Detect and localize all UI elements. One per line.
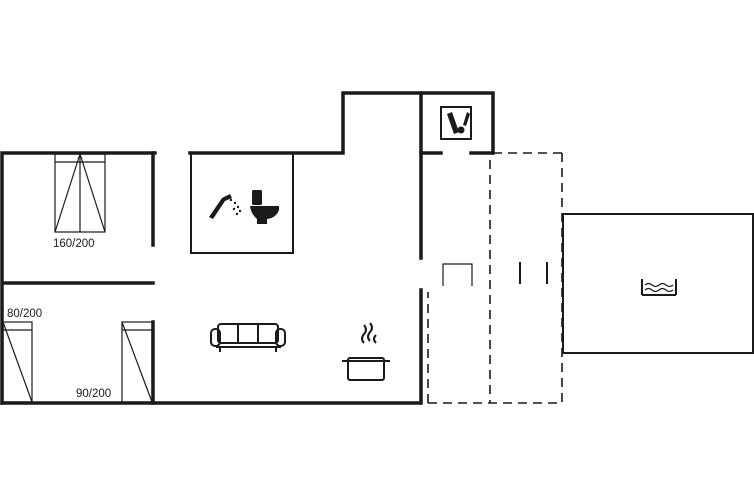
- shower-icon: [209, 194, 242, 219]
- washing-machine-icon: [440, 106, 472, 140]
- double-bed-label: 160/200: [53, 238, 95, 250]
- cooking-pot-icon: [342, 322, 390, 381]
- door-frame: [442, 263, 473, 286]
- toilet-icon: [250, 190, 279, 224]
- single-bed-right-label: 90/200: [76, 388, 111, 400]
- pool: [562, 213, 754, 354]
- exterior-walls: [0, 91, 495, 405]
- sofa-icon: [210, 323, 286, 352]
- double-bed: 160/200: [53, 153, 106, 250]
- interior-walls: [1, 91, 494, 405]
- terrace-outline: [427, 152, 563, 404]
- single-bed-left-label: 80/200: [7, 308, 42, 320]
- pool-icon: [641, 279, 677, 296]
- single-bed-left: 80/200: [2, 308, 42, 403]
- terrace-posts: [519, 262, 548, 284]
- single-bed-right: 90/200: [76, 321, 153, 403]
